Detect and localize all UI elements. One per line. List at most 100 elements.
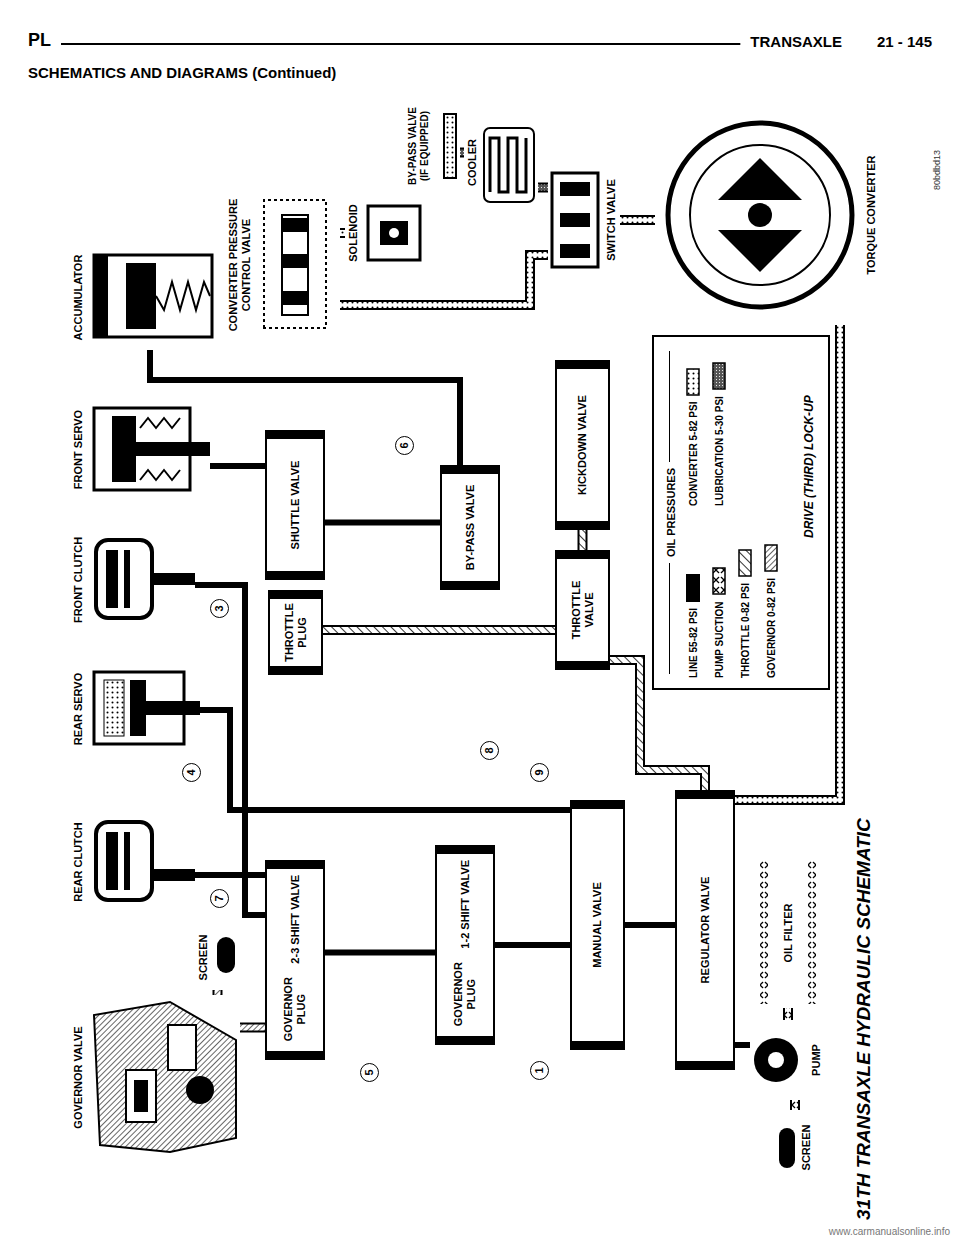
line-stroke <box>215 990 221 995</box>
figure-caption: 31TH TRANSAXLE HYDRAULIC SCHEMATIC <box>853 818 875 1220</box>
line-stroke <box>578 530 588 550</box>
hydraulic-line <box>217 990 218 995</box>
part-label: PUMP <box>810 1044 823 1076</box>
hydraulic-line <box>325 522 440 523</box>
hydraulic-line <box>240 1027 265 1028</box>
valve-bore: KICKDOWN VALVE <box>555 360 610 530</box>
legend-title: OIL PRESSURES <box>665 462 677 563</box>
hydraulic-line <box>582 530 583 550</box>
hydraulic-line <box>460 152 464 153</box>
legend-text: THROTTLE 0-82 PSI <box>740 583 751 678</box>
part-label: REAR SERVO <box>72 673 85 746</box>
clutch-unit: REAR CLUTCH <box>70 812 195 912</box>
part-label: FRONT SERVO <box>72 410 85 489</box>
hydraulic-line <box>195 875 265 876</box>
accumulator-symbol <box>94 255 212 337</box>
line-stroke <box>580 530 586 550</box>
legend-title-row: OIL PRESSURES <box>661 337 679 688</box>
part-label: SWITCH VALVE <box>605 179 618 260</box>
callout-number: 9 <box>530 763 549 782</box>
line-stroke <box>195 585 265 915</box>
page-code: PL <box>28 30 51 51</box>
header-line <box>61 43 740 45</box>
part-label: OIL FILTER <box>782 904 795 963</box>
legend-text: LUBRICATION 5-30 PSI <box>714 396 725 506</box>
cooler-unit: COOLER <box>464 115 538 210</box>
bypass-symbol <box>444 114 456 178</box>
legend-sample <box>738 549 752 577</box>
callout-number: 7 <box>210 889 229 908</box>
part-label: SCREEN <box>800 1125 813 1171</box>
switch-valve-symbol <box>552 173 598 267</box>
converter-unit: TORQUE CONVERTER <box>655 105 880 325</box>
screen-unit: SCREEN <box>195 925 243 990</box>
servo-unit: FRONT SERVO <box>70 397 210 502</box>
part-label: 1-2 SHIFT VALVE <box>459 860 472 949</box>
line-stroke <box>538 185 548 191</box>
part-label: COOLER <box>466 139 479 186</box>
line-stroke <box>325 520 440 526</box>
hydraulic-line <box>788 1008 789 1020</box>
valve-bore: BY-PASS VALVE <box>440 465 500 590</box>
governor-symbol <box>94 1002 236 1152</box>
hydraulic-line <box>195 585 265 915</box>
part-label: SHUTTLE VALVE <box>289 461 302 550</box>
line-stroke <box>240 1023 265 1033</box>
legend-box: OIL PRESSURES DRIVE (THIRD) LOCK-UP LINE … <box>652 335 830 690</box>
part-label: GOVERNOR PLUG <box>452 958 477 1030</box>
legend-row: GOVERNOR 0-82 PSI <box>764 544 778 678</box>
header-rule <box>0 0 960 60</box>
valve-unit: SWITCH VALVE <box>548 165 620 275</box>
line-stroke <box>240 1025 265 1031</box>
legend-sample <box>764 544 778 572</box>
valve-unit: CONVERTER PRESSURE CONTROL VALVE <box>225 190 340 340</box>
legend-text: LINE 55-82 PSI <box>688 608 699 678</box>
hydraulic-line <box>323 630 555 631</box>
line-stroke <box>495 942 570 948</box>
valve-bore: 2-3 SHIFT VALVEGOVERNOR PLUG <box>265 860 325 1060</box>
part-label: MANUAL VALVE <box>591 882 604 968</box>
pump-unit: PUMP <box>750 1020 825 1100</box>
part-label: THROTTLE VALVE <box>570 563 595 657</box>
line-stroke <box>735 1042 750 1048</box>
legend-note: DRIVE (THIRD) LOCK-UP <box>802 395 816 538</box>
part-label: TORQUE CONVERTER <box>865 156 878 275</box>
valve-unit: BY-PASS VALVE (IF EQUIPPED) <box>405 102 460 190</box>
hydraulic-line <box>325 952 435 953</box>
hydraulic-line <box>200 710 570 810</box>
connector-group <box>150 153 840 1111</box>
hydraulic-line <box>735 1045 750 1046</box>
line-stroke <box>460 150 464 156</box>
hydraulic-line <box>340 255 548 305</box>
hydraulic-line <box>625 925 675 926</box>
legend-sample <box>712 362 726 390</box>
part-label: THROTTLE PLUG <box>283 603 308 662</box>
hydraulic-line <box>538 187 548 188</box>
pressure-control-valve-symbol <box>264 200 326 328</box>
callout-number: 6 <box>395 436 414 455</box>
image-id: 80bdbd13 <box>932 150 942 190</box>
legend-row: LUBRICATION 5-30 PSI <box>712 362 726 506</box>
part-label: SOLENOID <box>347 204 360 261</box>
cooler-symbol <box>484 128 534 202</box>
line-stroke <box>460 148 464 158</box>
line-stroke <box>340 255 548 305</box>
callout-number: 5 <box>360 1063 379 1082</box>
governor-unit: GOVERNOR VALVE <box>70 995 240 1160</box>
legend-text: CONVERTER 5-82 PSI <box>688 402 699 506</box>
part-label: SCREEN <box>197 935 210 981</box>
part-label: BY-PASS VALVE <box>464 485 477 571</box>
legend-sample <box>686 368 700 396</box>
servo-symbol <box>94 672 200 744</box>
line-stroke <box>213 990 223 995</box>
section-name: TRANSAXLE <box>750 33 842 50</box>
valve-bore: SHUTTLE VALVE <box>265 430 325 580</box>
line-stroke <box>625 922 675 928</box>
legend-text: PUMP SUCTION <box>714 602 725 679</box>
page-heading: SCHEMATICS AND DIAGRAMS (Continued) <box>28 64 336 81</box>
screen-symbol <box>779 1128 795 1168</box>
line-stroke <box>790 1100 800 1110</box>
clutch-unit: FRONT CLUTCH <box>70 530 195 630</box>
line-stroke <box>323 625 555 635</box>
screen-symbol <box>217 937 235 973</box>
